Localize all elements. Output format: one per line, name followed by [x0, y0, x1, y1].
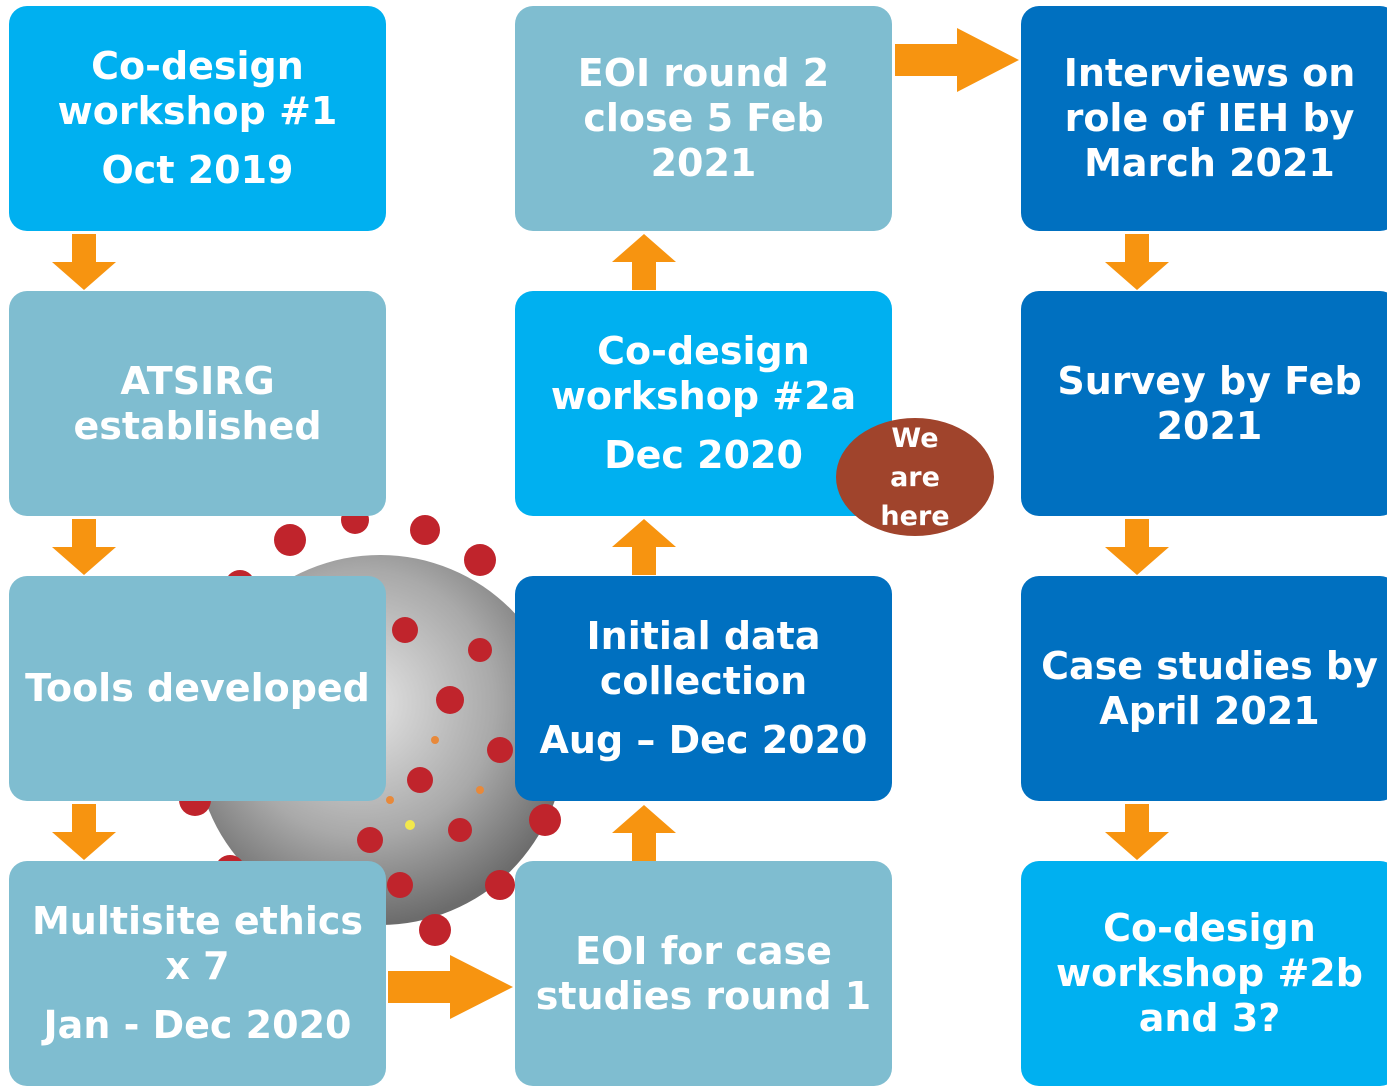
- right-arrow-icon: [895, 28, 1019, 92]
- box-text: Interviews on: [1063, 51, 1356, 95]
- down-arrow-icon: [1105, 519, 1169, 575]
- eoi-round-1-box: EOI for case studies round 1: [515, 861, 892, 1086]
- box-text: role of IEH by: [1064, 96, 1355, 140]
- box-text: Survey by Feb: [1057, 358, 1362, 403]
- box-text: x 7: [165, 944, 230, 988]
- box-text: established: [73, 403, 322, 448]
- box-date: Oct 2019: [101, 148, 294, 192]
- box-text: Co-design: [91, 44, 304, 88]
- box-text: March 2021: [1084, 141, 1335, 185]
- box-date: Aug – Dec 2020: [539, 718, 868, 762]
- badge-text: here: [880, 500, 950, 532]
- box-text: 2021: [1156, 403, 1263, 448]
- box-text: ATSIRG: [120, 358, 275, 403]
- box-text: April 2021: [1099, 688, 1320, 733]
- survey-box: Survey by Feb 2021: [1021, 291, 1387, 516]
- box-text: workshop #2a: [550, 374, 857, 418]
- codesign-workshop-2b-box: Co-design workshop #2b and 3?: [1021, 861, 1387, 1086]
- atsirg-established-box: ATSIRG established: [9, 291, 386, 516]
- box-date: Jan - Dec 2020: [43, 1003, 352, 1047]
- box-text: workshop #1: [57, 89, 338, 133]
- codesign-workshop-1-box: Co-design workshop #1 Oct 2019: [9, 6, 386, 231]
- up-arrow-icon: [612, 519, 676, 575]
- codesign-workshop-2a-box: Co-design workshop #2a Dec 2020: [515, 291, 892, 516]
- down-arrow-icon: [52, 519, 116, 575]
- tools-developed-box: Tools developed: [9, 576, 386, 801]
- box-text: studies round 1: [535, 973, 872, 1018]
- initial-data-collection-box: Initial data collection Aug – Dec 2020: [515, 576, 892, 801]
- badge-text: We: [891, 422, 939, 454]
- box-text: workshop #2b: [1056, 951, 1363, 995]
- up-arrow-icon: [612, 234, 676, 290]
- box-text: Co-design: [597, 329, 810, 373]
- right-arrow-icon: [388, 955, 513, 1019]
- multisite-ethics-box: Multisite ethics x 7 Jan - Dec 2020: [9, 861, 386, 1086]
- badge-text: are: [890, 461, 940, 493]
- down-arrow-icon: [1105, 234, 1169, 290]
- box-text: Co-design: [1103, 906, 1316, 950]
- box-text: EOI for case: [575, 928, 832, 973]
- we-are-here-badge: We are here: [836, 418, 994, 536]
- down-arrow-icon: [52, 234, 116, 290]
- box-text: 2021: [650, 141, 757, 185]
- box-text: EOI round 2: [577, 51, 830, 95]
- up-arrow-icon: [612, 805, 676, 861]
- box-text: collection: [599, 659, 808, 703]
- box-text: Case studies by: [1041, 643, 1378, 688]
- box-text: Initial data: [586, 614, 821, 658]
- eoi-round-2-box: EOI round 2 close 5 Feb 2021: [515, 6, 892, 231]
- box-text: Tools developed: [25, 666, 370, 710]
- box-text: and 3?: [1138, 996, 1281, 1040]
- interviews-box: Interviews on role of IEH by March 2021: [1021, 6, 1387, 231]
- down-arrow-icon: [52, 804, 116, 860]
- down-arrow-icon: [1105, 804, 1169, 860]
- box-text: Multisite ethics: [31, 899, 364, 943]
- box-date: Dec 2020: [604, 433, 803, 477]
- case-studies-box: Case studies by April 2021: [1021, 576, 1387, 801]
- box-text: close 5 Feb: [583, 96, 824, 140]
